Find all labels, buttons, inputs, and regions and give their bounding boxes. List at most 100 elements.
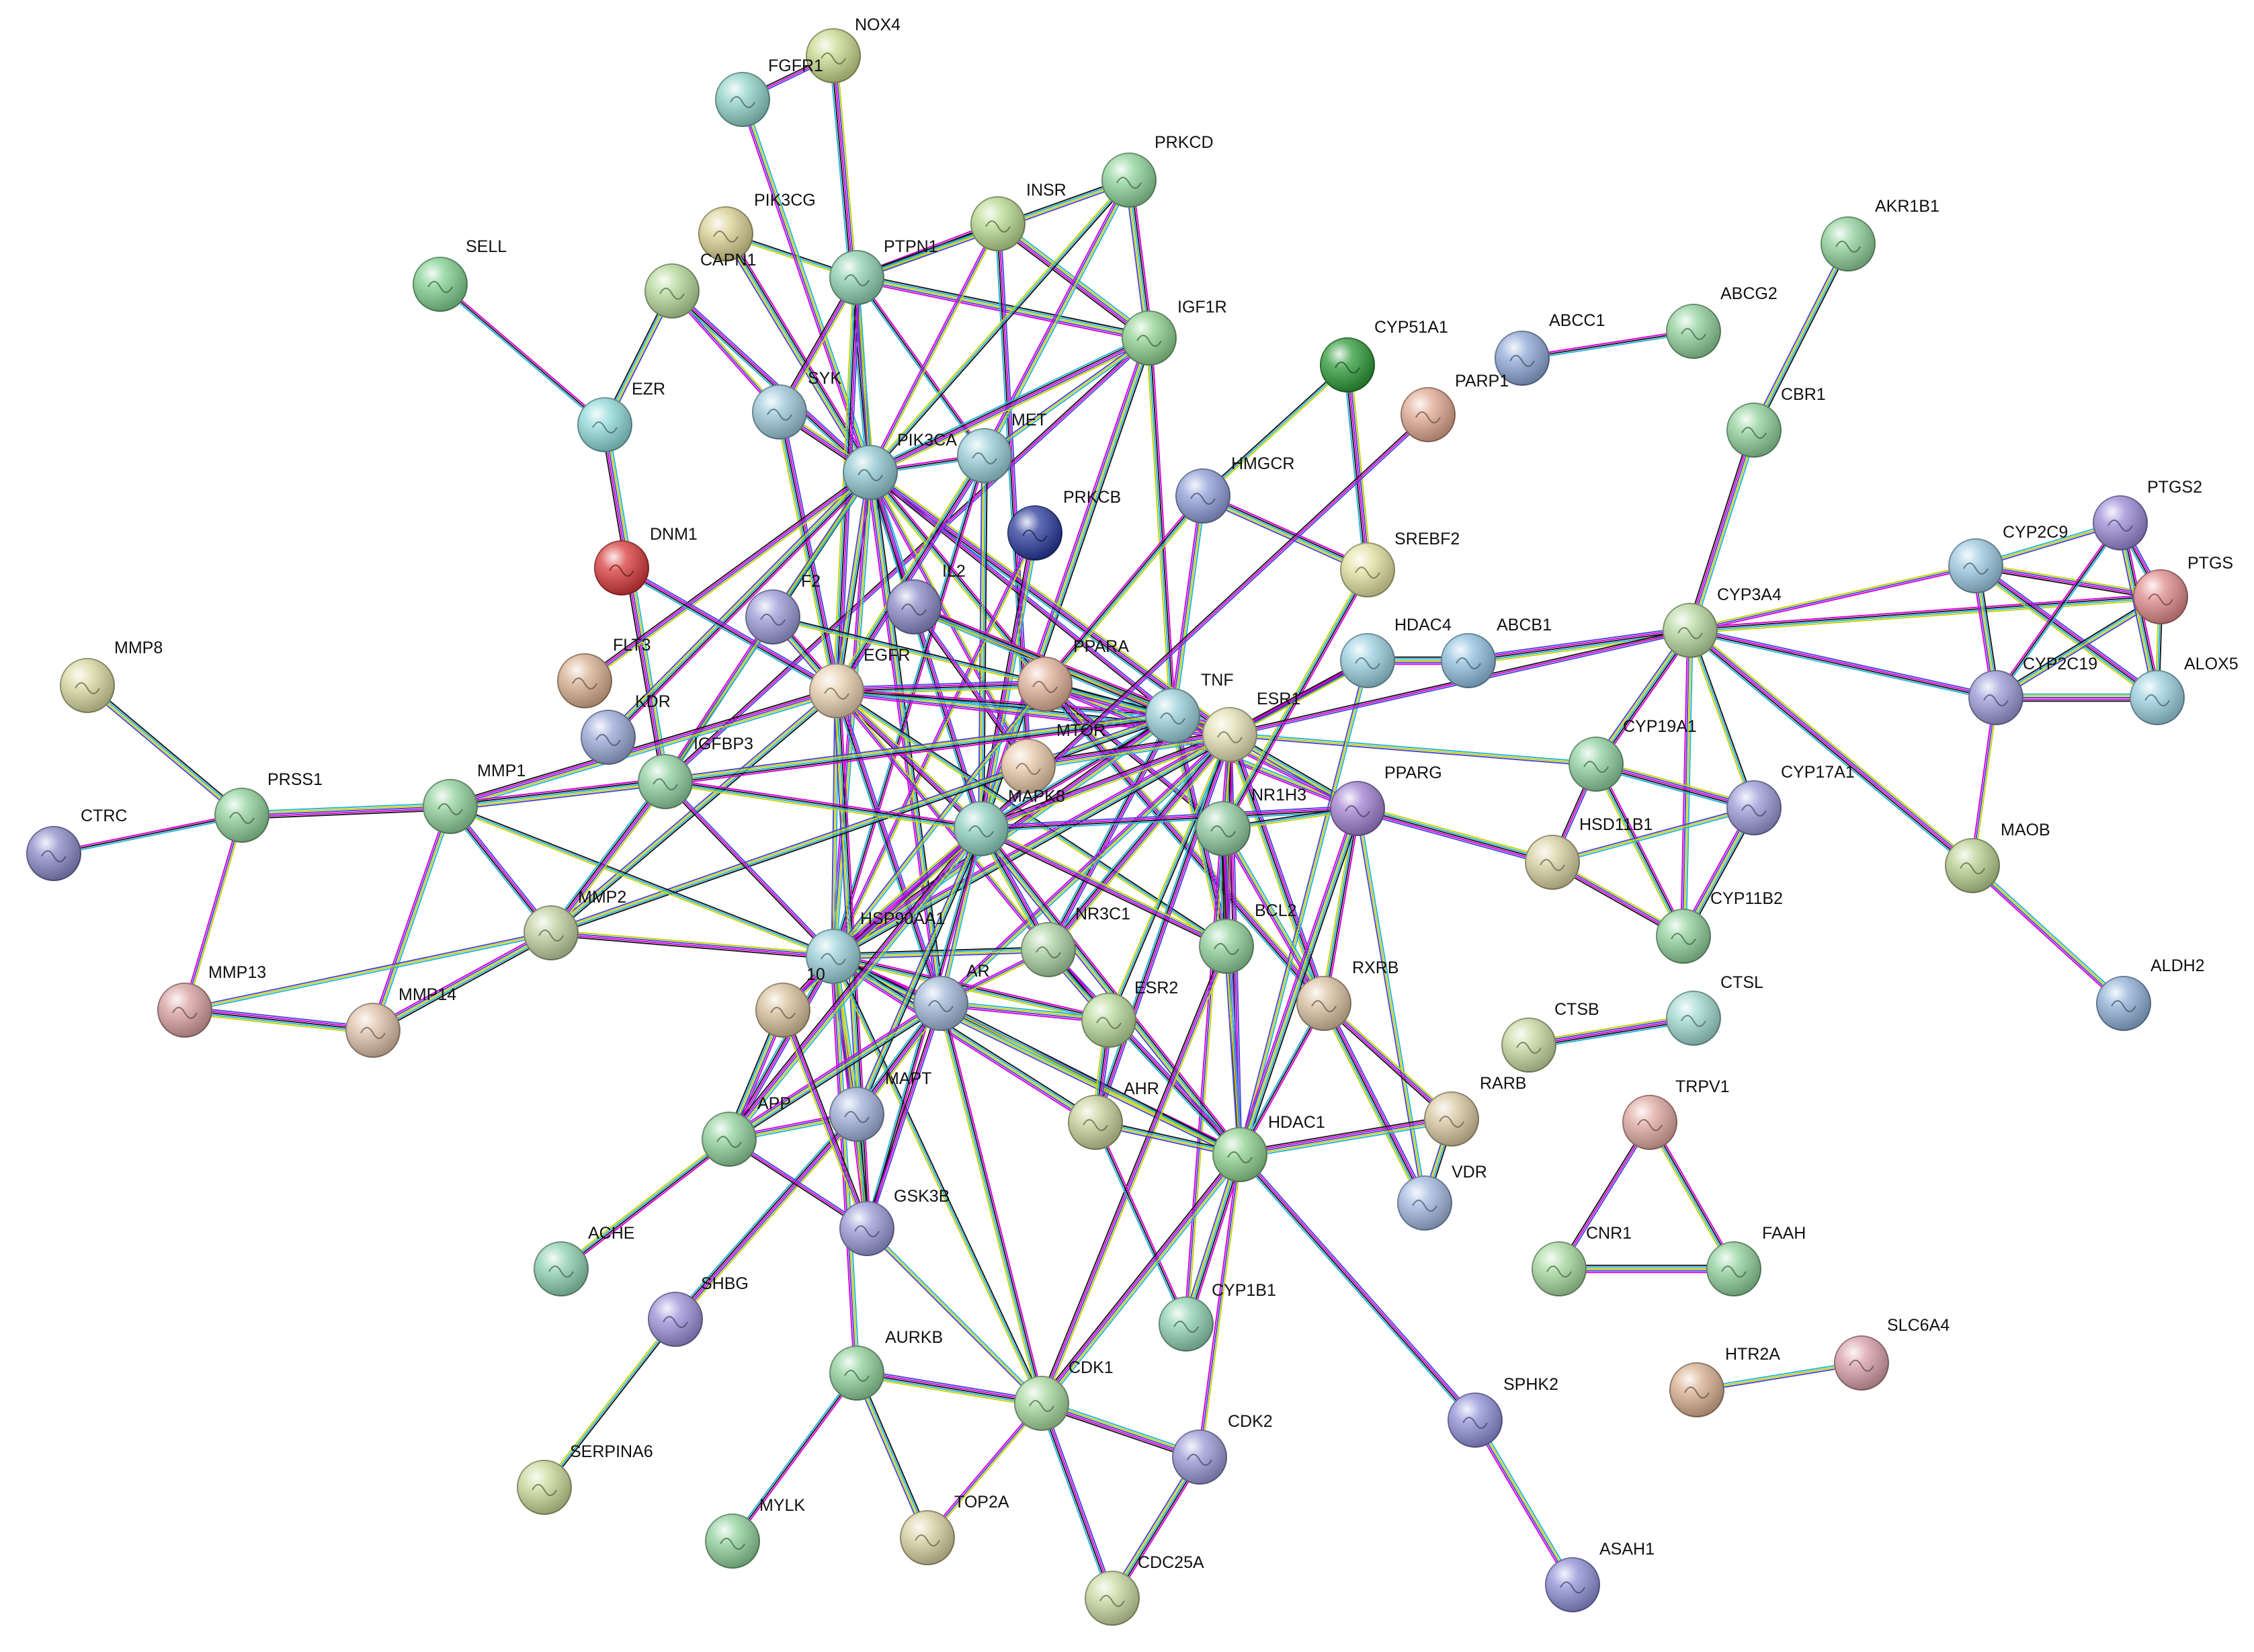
node-ezr[interactable]: EZR <box>577 380 665 452</box>
node-pik3cg[interactable]: PIK3CG <box>698 191 816 261</box>
node-flt3[interactable]: FLT3 <box>557 636 651 708</box>
node-abcb1[interactable]: ABCB1 <box>1441 616 1552 688</box>
node-ctrc[interactable]: CTRC <box>26 807 127 881</box>
node-mylk[interactable]: MYLK <box>705 1496 805 1569</box>
node-asah1[interactable]: ASAH1 <box>1545 1540 1655 1612</box>
node-cyp11b2[interactable]: CYP11B2 <box>1656 889 1783 964</box>
node-cdc25a[interactable]: CDC25A <box>1085 1553 1204 1626</box>
node-igfbp3[interactable]: IGFBP3 <box>638 735 753 809</box>
node-kdr[interactable]: KDR <box>581 692 671 765</box>
node-hsd11b1[interactable]: HSD11B1 <box>1525 815 1653 890</box>
node-esr1[interactable]: ESR1 <box>1202 690 1300 762</box>
node-faah[interactable]: FAAH <box>1706 1224 1806 1296</box>
node-prss1[interactable]: PRSS1 <box>214 770 323 843</box>
node-cdk1[interactable]: CDK1 <box>1014 1358 1114 1431</box>
node-aurkb[interactable]: AURKB <box>829 1328 943 1401</box>
node-esr2[interactable]: ESR2 <box>1081 979 1178 1048</box>
node-shbg[interactable]: SHBG <box>648 1274 749 1347</box>
node-cyp51a1[interactable]: CYP51A1 <box>1320 318 1448 393</box>
node-abcc1[interactable]: ABCC1 <box>1495 311 1605 386</box>
node-mmp2[interactable]: MMP2 <box>524 888 626 960</box>
node-label: CYP19A1 <box>1623 717 1697 736</box>
node-slc6a4[interactable]: SLC6A4 <box>1834 1316 1950 1391</box>
node-sheen <box>517 1460 571 1514</box>
node-sell[interactable]: SELL <box>413 237 507 312</box>
node-nr1h3[interactable]: NR1H3 <box>1196 786 1306 856</box>
node-ahr[interactable]: AHR <box>1068 1079 1159 1150</box>
node-hmgcr[interactable]: HMGCR <box>1175 454 1294 524</box>
node-insr[interactable]: INSR <box>970 181 1067 251</box>
node-sheen <box>1297 977 1351 1030</box>
node-rxrb[interactable]: RXRB <box>1296 958 1399 1031</box>
node-ctsb[interactable]: CTSB <box>1501 1000 1599 1073</box>
node-il2[interactable]: IL2 <box>886 562 966 634</box>
node-f2[interactable]: F2 <box>745 572 821 645</box>
node-capn1[interactable]: CAPN1 <box>644 251 756 319</box>
node-nox4[interactable]: NOX4 <box>806 15 901 83</box>
node-pik3ca[interactable]: PIK3CA <box>843 431 957 500</box>
node-mmp1[interactable]: MMP1 <box>423 761 526 834</box>
node-ar[interactable]: AR <box>913 962 990 1031</box>
node-nr3c1[interactable]: NR3C1 <box>1021 905 1130 977</box>
structure-thumbnail-icon <box>437 803 463 815</box>
node-serpina6[interactable]: SERPINA6 <box>517 1442 653 1515</box>
node-mmp8[interactable]: MMP8 <box>60 638 163 713</box>
node-egfr[interactable]: EGFR <box>809 646 910 718</box>
node-ctsl[interactable]: CTSL <box>1666 973 1763 1046</box>
node-cdk2[interactable]: CDK2 <box>1172 1412 1273 1485</box>
node-gsk3b[interactable]: GSK3B <box>839 1187 950 1256</box>
node-mmp14[interactable]: MMP14 <box>345 985 456 1058</box>
node-label: EZR <box>632 380 665 399</box>
node-mapt[interactable]: MAPT <box>829 1069 931 1142</box>
node-hsd10[interactable]: 10 <box>755 965 825 1038</box>
node-app[interactable]: APP <box>702 1094 791 1167</box>
node-mtor[interactable]: MTOR <box>1001 721 1105 794</box>
node-bcl2[interactable]: BCL2 <box>1199 901 1297 974</box>
node-cyp1b1[interactable]: CYP1B1 <box>1159 1281 1276 1352</box>
node-top2a[interactable]: TOP2A <box>900 1493 1009 1565</box>
node-tnf[interactable]: TNF <box>1145 671 1234 743</box>
node-aldh2[interactable]: ALDH2 <box>2096 956 2205 1031</box>
node-akr1b1[interactable]: AKR1B1 <box>1821 197 1939 272</box>
structure-thumbnail-icon <box>1681 1015 1706 1027</box>
node-cnr1[interactable]: CNR1 <box>1532 1224 1632 1296</box>
node-pparg[interactable]: PPARG <box>1330 763 1442 836</box>
node-maob[interactable]: MAOB <box>1945 821 2050 893</box>
node-cyp17a1[interactable]: CYP17A1 <box>1726 763 1855 835</box>
node-ppara[interactable]: PPARA <box>1017 637 1129 712</box>
node-htr2a[interactable]: HTR2A <box>1669 1345 1780 1417</box>
node-dnm1[interactable]: DNM1 <box>594 525 698 595</box>
edge-AR-APP <box>726 999 944 1143</box>
node-abcg2[interactable]: ABCG2 <box>1666 284 1778 359</box>
node-cyp19a1[interactable]: CYP19A1 <box>1569 717 1697 792</box>
node-rarb[interactable]: RARB <box>1424 1074 1526 1147</box>
node-ache[interactable]: ACHE <box>534 1224 634 1296</box>
node-mapk8[interactable]: MAPK8 <box>954 787 1065 856</box>
node-label: PIK3CG <box>754 191 816 210</box>
node-ptpn1[interactable]: PTPN1 <box>829 237 938 305</box>
node-srebf2[interactable]: SREBF2 <box>1340 530 1460 597</box>
node-vdr[interactable]: VDR <box>1397 1163 1487 1231</box>
node-sheen <box>1727 403 1781 457</box>
node-parp1[interactable]: PARP1 <box>1401 372 1509 442</box>
node-igf1r[interactable]: IGF1R <box>1122 298 1227 366</box>
node-prkcd[interactable]: PRKCD <box>1101 133 1214 208</box>
node-mmp13[interactable]: MMP13 <box>157 963 266 1038</box>
node-syk[interactable]: SYK <box>752 369 841 440</box>
node-cyp2c19[interactable]: CYP2C19 <box>1968 655 2097 725</box>
node-trpv1[interactable]: TRPV1 <box>1622 1077 1730 1150</box>
node-hsp90aa1[interactable]: HSP90AA1 <box>806 909 945 984</box>
node-hdac1[interactable]: HDAC1 <box>1212 1113 1325 1182</box>
node-prkcb[interactable]: PRKCB <box>1007 488 1121 561</box>
node-ptgs[interactable]: PTGS <box>2133 554 2233 624</box>
node-cbr1[interactable]: CBR1 <box>1726 385 1826 458</box>
node-cyp2c9[interactable]: CYP2C9 <box>1948 523 2068 593</box>
node-fgfr1[interactable]: FGFR1 <box>715 56 823 127</box>
node-cyp3a4[interactable]: CYP3A4 <box>1663 585 1782 658</box>
node-alox5[interactable]: ALOX5 <box>2130 655 2239 725</box>
node-ptgs2[interactable]: PTGS2 <box>2093 478 2202 550</box>
node-met[interactable]: MET <box>957 411 1047 483</box>
node-hdac4[interactable]: HDAC4 <box>1340 616 1452 688</box>
node-sheen <box>27 827 81 880</box>
node-sphk2[interactable]: SPHK2 <box>1448 1375 1558 1448</box>
